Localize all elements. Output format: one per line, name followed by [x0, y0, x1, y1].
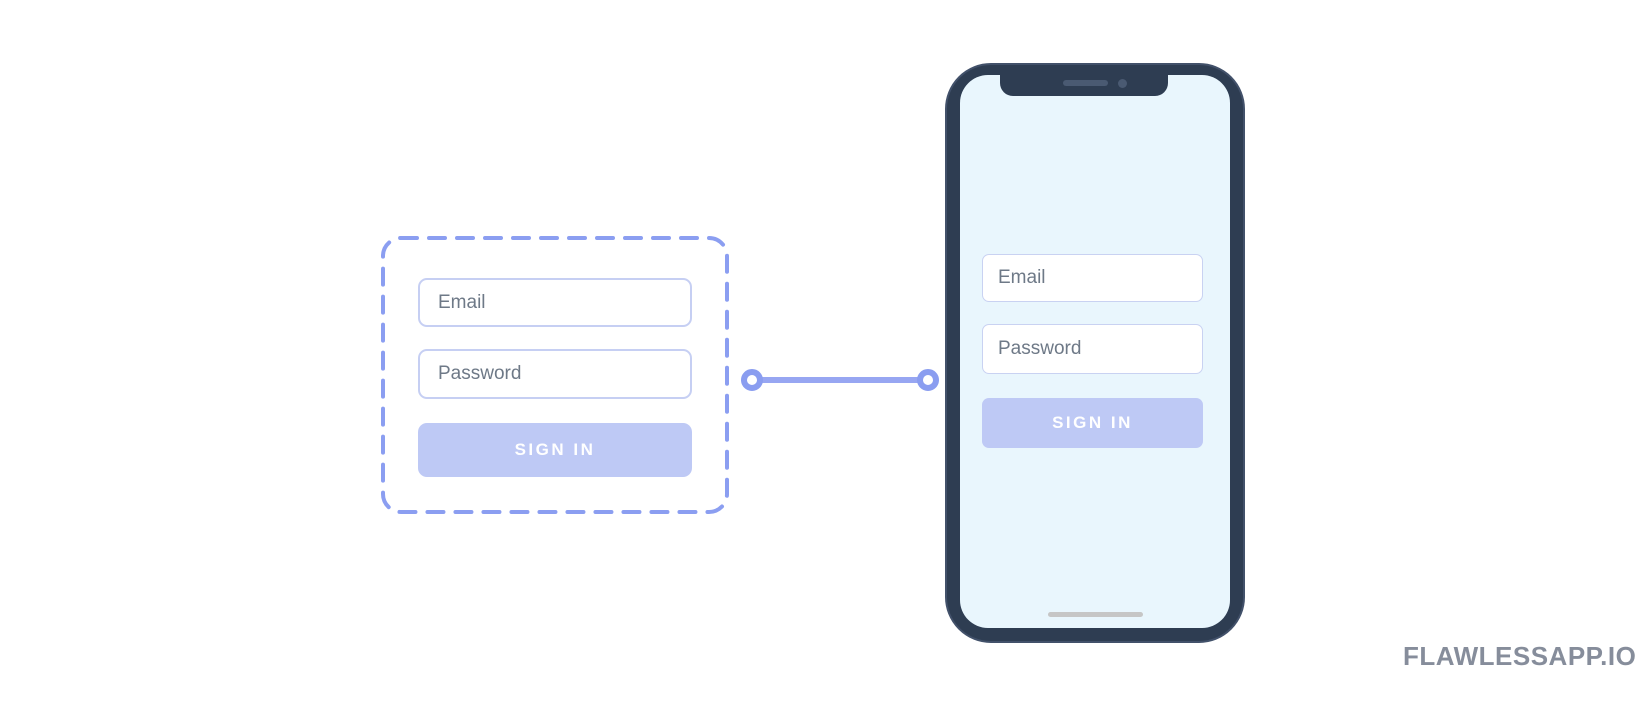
- home-indicator: [1048, 612, 1143, 617]
- connector-handle-left[interactable]: [741, 369, 763, 391]
- password-field[interactable]: [982, 324, 1203, 374]
- dashed-selection-border: [381, 236, 729, 514]
- design-spec-panel[interactable]: SIGN IN: [381, 236, 729, 514]
- phone-notch: [1000, 75, 1168, 96]
- password-field[interactable]: [418, 349, 692, 399]
- sign-in-button[interactable]: SIGN IN: [418, 423, 692, 477]
- phone-frame: SIGN IN: [945, 63, 1245, 643]
- brand-watermark: FLAWLESSAPP.IO: [1403, 641, 1637, 671]
- phone-screen: SIGN IN: [960, 75, 1230, 628]
- camera-icon: [1118, 79, 1127, 88]
- email-field[interactable]: [982, 254, 1203, 302]
- connector-line: [752, 377, 928, 383]
- sign-in-button[interactable]: SIGN IN: [982, 398, 1203, 448]
- speaker-icon: [1063, 80, 1108, 86]
- connector-handle-right[interactable]: [917, 369, 939, 391]
- email-field[interactable]: [418, 278, 692, 327]
